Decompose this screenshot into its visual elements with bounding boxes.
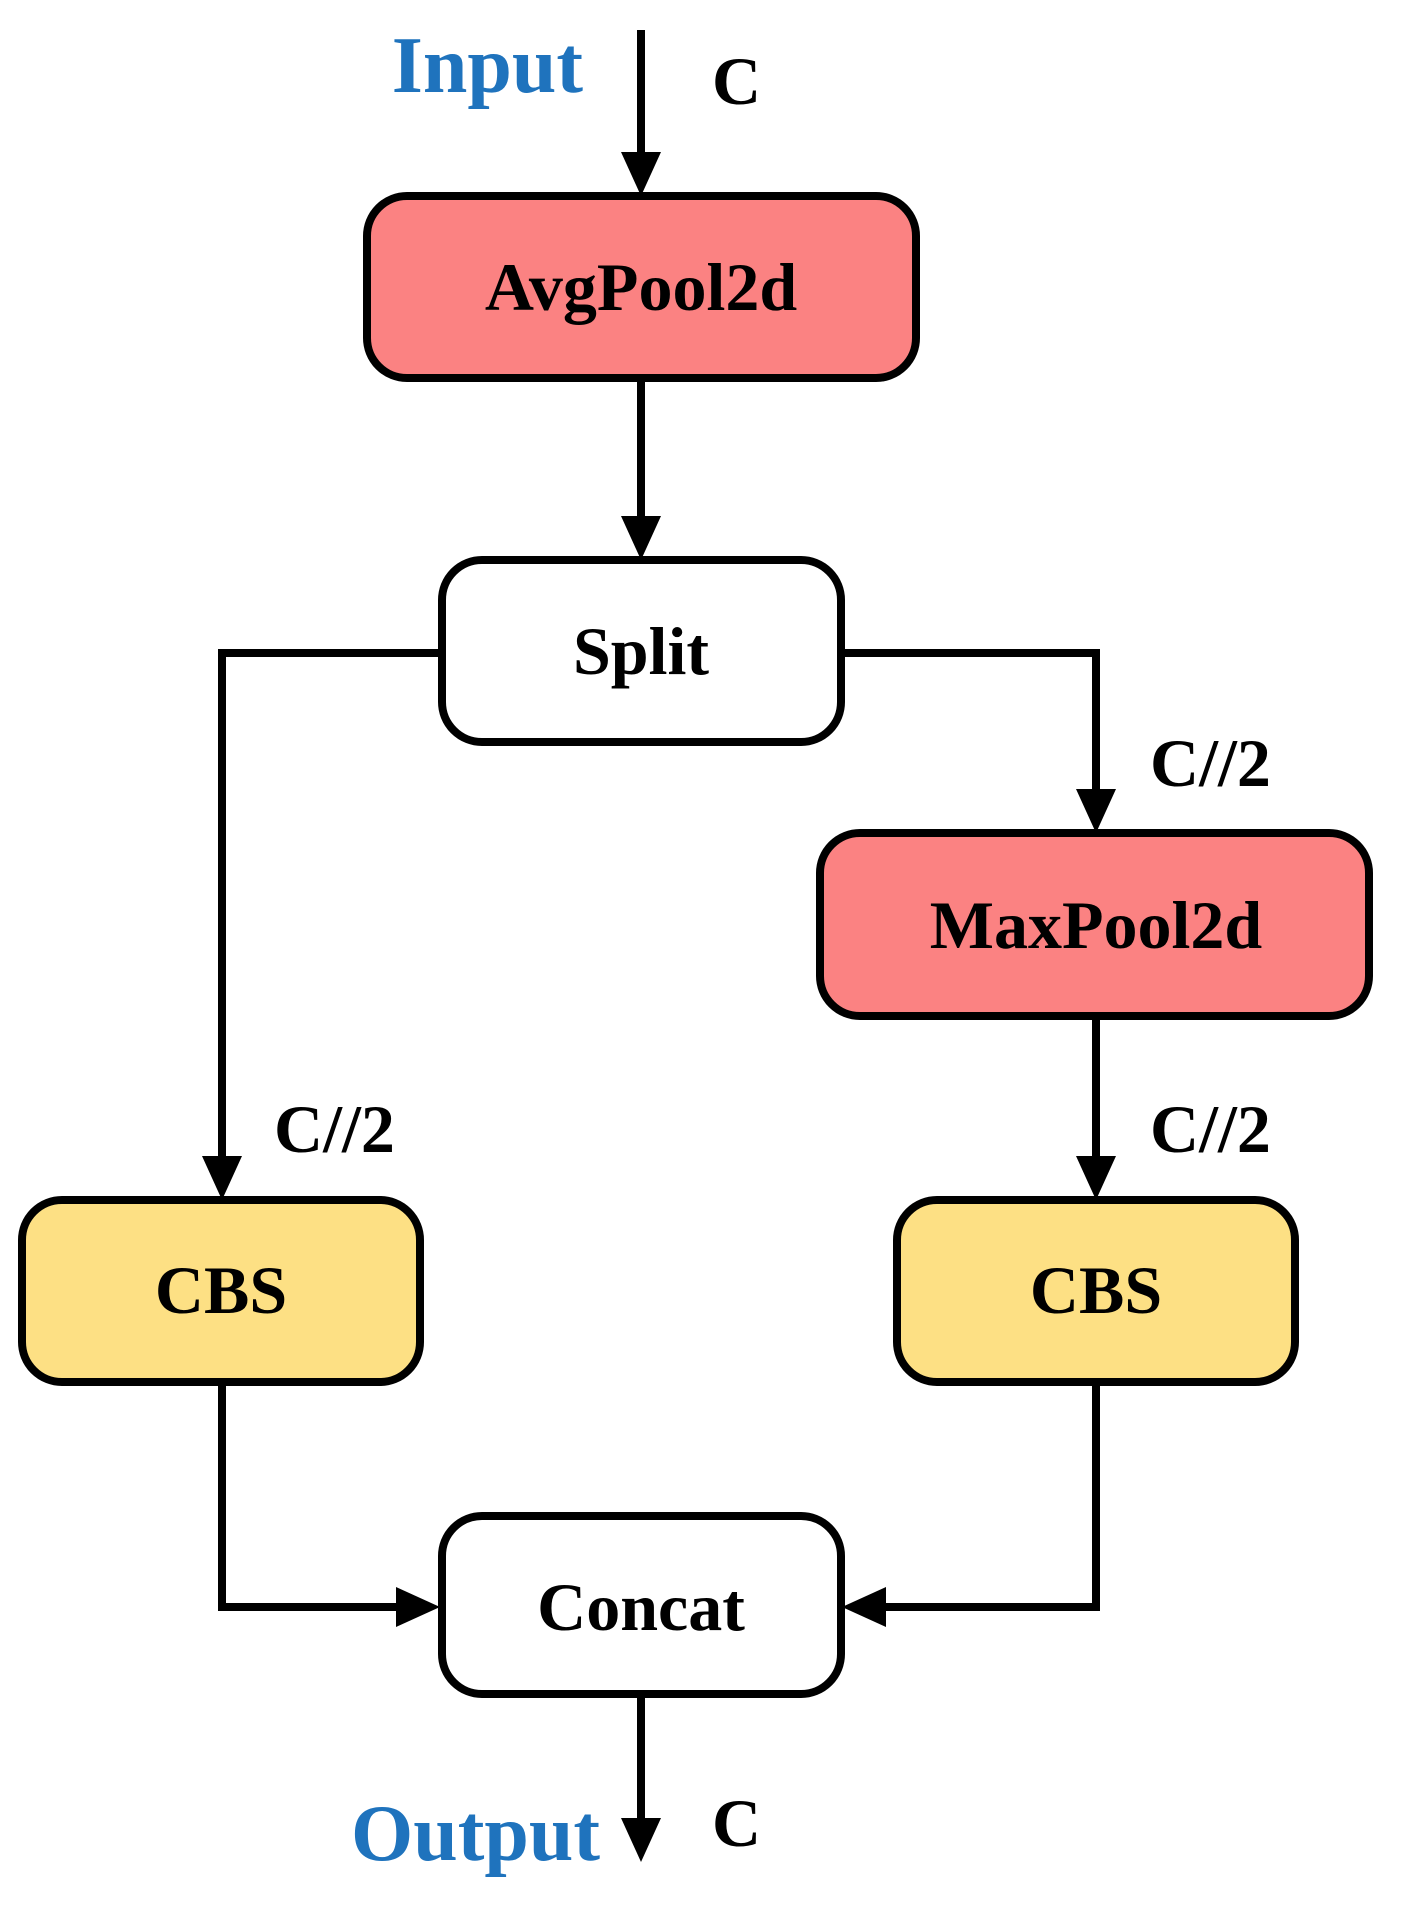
node-cbs-right: CBS [893,1196,1299,1386]
output-label: Output [351,1790,600,1878]
maxpool-label: MaxPool2d [930,887,1263,963]
arrowhead-avgpool-to-split [621,516,661,560]
input-label: Input [392,22,584,110]
cbs-left-label: CBS [155,1252,287,1328]
concat-box [438,1512,845,1698]
cbs-right-box [893,1196,1299,1386]
cbs-left-box [18,1196,424,1386]
arrowhead-cbs-right-to-concat [842,1587,886,1627]
node-concat: Concat [438,1512,845,1698]
arrowhead-maxpool-to-cbs-right [1076,1156,1116,1200]
edge-cbs-right-to-concat [880,1382,1100,1611]
node-maxpool: MaxPool2d [816,829,1373,1020]
node-cbs-left: CBS [18,1196,424,1386]
edge-split-to-maxpool [841,649,1100,795]
avgpool-label: AvgPool2d [485,249,797,325]
edge-label-split-to-cbs-left: C//2 [274,1091,395,1167]
edge-label-output-channels: C [712,1785,761,1861]
maxpool-box [816,829,1373,1020]
edge-label-input-channels: C [712,43,761,119]
node-avgpool: AvgPool2d [363,192,920,382]
cbs-right-label: CBS [1030,1252,1162,1328]
connectors [202,30,1116,1862]
edge-label-maxpool-to-cbs-right: C//2 [1150,1091,1271,1167]
arrowhead-split-to-cbs-left [202,1156,242,1200]
node-split: Split [438,556,845,746]
concat-label: Concat [537,1569,745,1645]
edge-cbs-left-to-concat [218,1382,402,1611]
split-label: Split [573,613,709,689]
arrowhead-input-to-avgpool [621,152,661,196]
arrowhead-concat-to-output [621,1818,661,1862]
arrowhead-cbs-left-to-concat [396,1587,440,1627]
avgpool-box [363,192,920,382]
arrowhead-split-to-maxpool [1076,789,1116,833]
edge-split-to-cbs-left [218,649,442,1162]
split-box [438,556,845,746]
edge-label-split-to-maxpool: C//2 [1150,725,1271,801]
